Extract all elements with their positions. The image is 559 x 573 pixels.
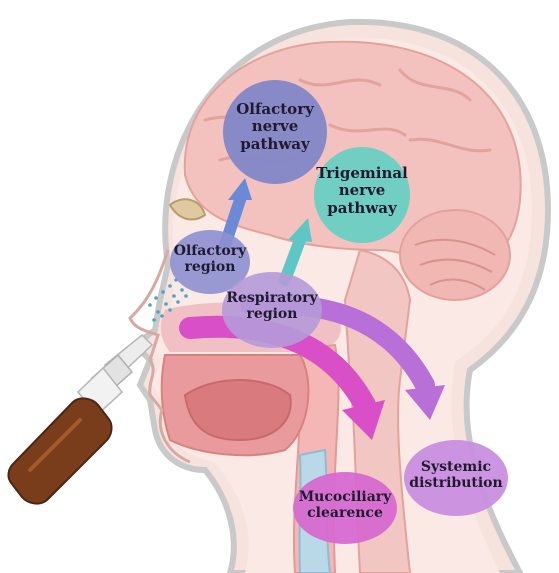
systemic-line-2: distribution [404, 475, 508, 491]
systemic-label: Systemic distribution [404, 459, 508, 491]
trigeminal-pathway-label: Trigeminal nerve pathway [315, 165, 409, 217]
olfactory-pathway-line-1: Olfactory [226, 101, 324, 118]
olfactory-pathway-label: Olfactory nerve pathway [226, 101, 324, 153]
nasal-spray-bottle [8, 335, 152, 504]
olfactory-pathway-line-2: nerve [226, 118, 324, 135]
olfactory-pathway-line-3: pathway [226, 136, 324, 153]
trigeminal-pathway-line-3: pathway [315, 200, 409, 217]
trigeminal-pathway-line-1: Trigeminal [315, 165, 409, 182]
mucociliary-label: Mucociliary clearence [293, 489, 397, 521]
mucociliary-line-1: Mucociliary [293, 489, 397, 505]
respiratory-region-line-1: Respiratory [222, 290, 322, 306]
mucociliary-line-2: clearence [293, 505, 397, 521]
trigeminal-pathway-line-2: nerve [315, 182, 409, 199]
olfactory-region-line-1: Olfactory [170, 243, 250, 259]
olfactory-region-label: Olfactory region [170, 243, 250, 275]
olfactory-region-line-2: region [170, 259, 250, 275]
respiratory-region-label: Respiratory region [222, 290, 322, 322]
respiratory-region-line-2: region [222, 306, 322, 322]
systemic-line-1: Systemic [404, 459, 508, 475]
